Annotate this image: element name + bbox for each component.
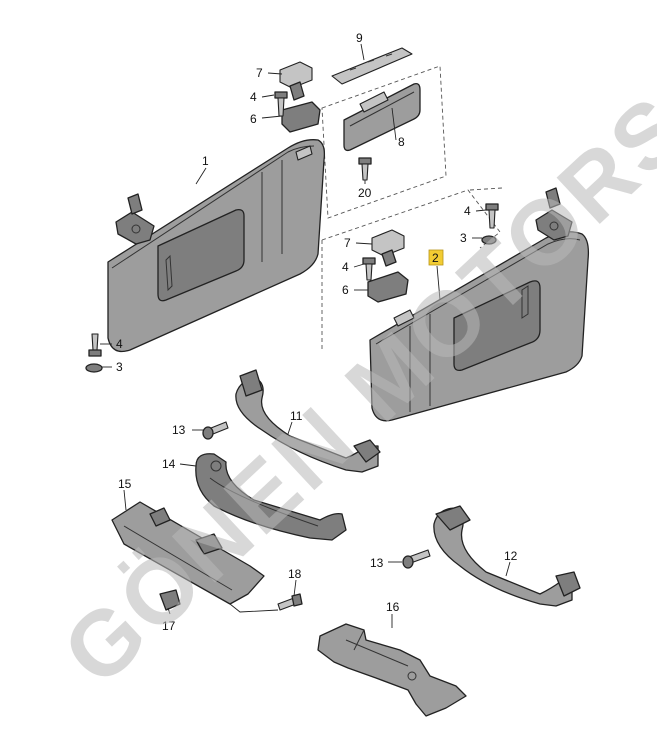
callout-12: 12: [504, 549, 518, 563]
bracket-15: [111, 501, 265, 605]
right-sun-visor: [369, 231, 590, 422]
callout-18: 18: [288, 567, 302, 581]
left-lower-fasteners: [85, 333, 103, 373]
screw-18: [277, 593, 303, 611]
right-upper-fasteners: [481, 203, 499, 245]
callout-4: 4: [342, 260, 349, 274]
mirror-clip: [331, 47, 413, 85]
callout-7: 7: [344, 236, 351, 250]
callout-4: 4: [250, 90, 257, 104]
clip-nut-17: [159, 589, 181, 611]
right-visor-hinge: [535, 187, 573, 241]
callout-3: 3: [460, 231, 467, 245]
callout-2-highlight: [428, 249, 444, 266]
screw-20: [358, 157, 372, 181]
cap-upper: [281, 101, 321, 133]
callout-1: 1: [202, 154, 209, 168]
clip-bracket-upper: [279, 61, 313, 101]
watermark: GÖNEN MOTORS: [44, 76, 657, 705]
screw-upper: [274, 91, 288, 117]
callout-9: 9: [356, 31, 363, 45]
left-visor-hinge: [115, 193, 155, 245]
callout-2: 2: [432, 251, 439, 265]
clip-bracket-lower: [371, 229, 405, 267]
cap-lower: [367, 271, 409, 303]
bracket-16: [317, 623, 467, 717]
callout-16: 16: [386, 600, 400, 614]
callout-13: 13: [370, 556, 384, 570]
grab-handle-11: [235, 369, 381, 473]
callout-14: 14: [162, 457, 176, 471]
callout-6: 6: [342, 283, 349, 297]
callout-7: 7: [256, 66, 263, 80]
callout-15: 15: [118, 477, 132, 491]
callout-6: 6: [250, 112, 257, 126]
callout-13: 13: [172, 423, 186, 437]
grab-handle-14: [195, 453, 347, 541]
screw-lower: [362, 257, 376, 281]
leader-lines: [100, 43, 511, 628]
screw-13-left: [202, 421, 229, 440]
left-sun-visor: [107, 139, 326, 353]
callout-8: 8: [398, 135, 405, 149]
grab-handle-12: [433, 505, 581, 607]
callout-17: 17: [162, 619, 176, 633]
callouts: 9 7 4 6 8 20 1 4 3 4 3 7 4 6 2 11 13 14 …: [116, 31, 518, 633]
callout-4: 4: [464, 204, 471, 218]
callout-3: 3: [116, 360, 123, 374]
callout-11: 11: [290, 409, 303, 423]
callout-20: 20: [358, 186, 372, 200]
vanity-mirror-cover: [343, 82, 421, 152]
callout-4: 4: [116, 337, 123, 351]
screw-13-right: [402, 549, 431, 569]
